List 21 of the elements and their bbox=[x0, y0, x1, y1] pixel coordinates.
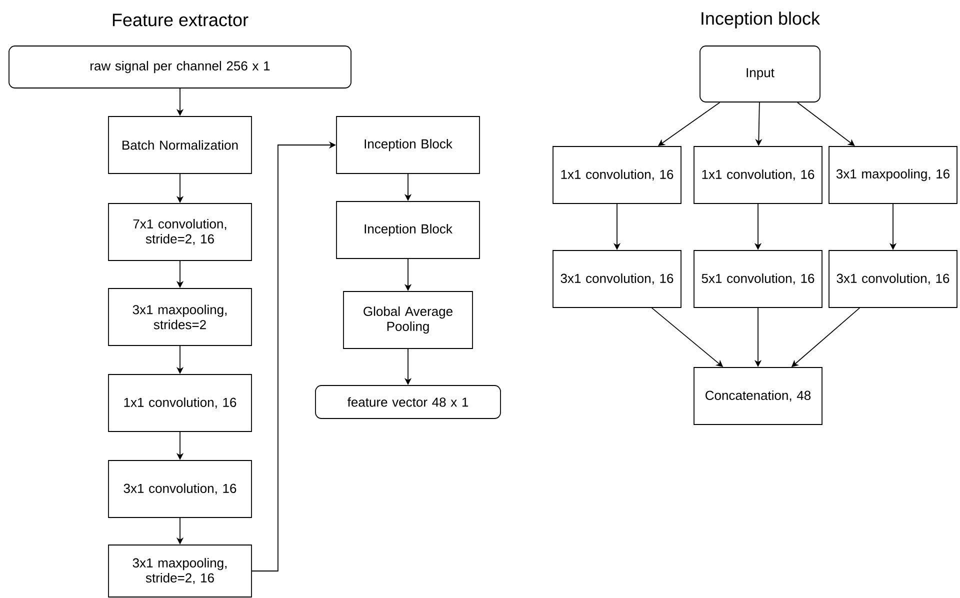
section-heading: Inception block bbox=[702, 12, 820, 28]
process-box: 3x1 convolution, 16 bbox=[552, 250, 682, 308]
process-box: 5x1 convolution, 16 bbox=[694, 250, 822, 308]
process-box: Concatenation, 48 bbox=[694, 367, 822, 425]
process-box: 3x1 convolution, 16 bbox=[828, 250, 958, 308]
process-box: 3x1 maxpooling, strides=2 bbox=[108, 288, 252, 346]
process-box: 3x1 maxpooling, 16 bbox=[828, 146, 958, 204]
process-box: 7x1 convolution, stride=2, 16 bbox=[108, 203, 252, 261]
process-box: Global Average Pooling bbox=[343, 291, 473, 349]
terminal-box: feature vector 48 x 1 bbox=[315, 385, 501, 419]
process-box: Batch Normalization bbox=[108, 116, 252, 174]
process-box: 1x1 convolution, 16 bbox=[552, 146, 682, 204]
process-box: 1x1 convolution, 16 bbox=[108, 374, 252, 432]
process-box: 3x1 convolution, 16 bbox=[108, 460, 252, 518]
terminal-box: Input bbox=[700, 46, 820, 102]
process-box: Inception Block bbox=[336, 116, 480, 174]
section-heading: Feature extractor bbox=[112, 14, 248, 26]
process-box: Inception Block bbox=[336, 201, 480, 259]
terminal-box: raw signal per channel 256 x 1 bbox=[8, 46, 352, 88]
process-box: 3x1 maxpooling, stride=2, 16 bbox=[108, 544, 252, 598]
process-box: 1x1 convolution, 16 bbox=[694, 146, 822, 204]
